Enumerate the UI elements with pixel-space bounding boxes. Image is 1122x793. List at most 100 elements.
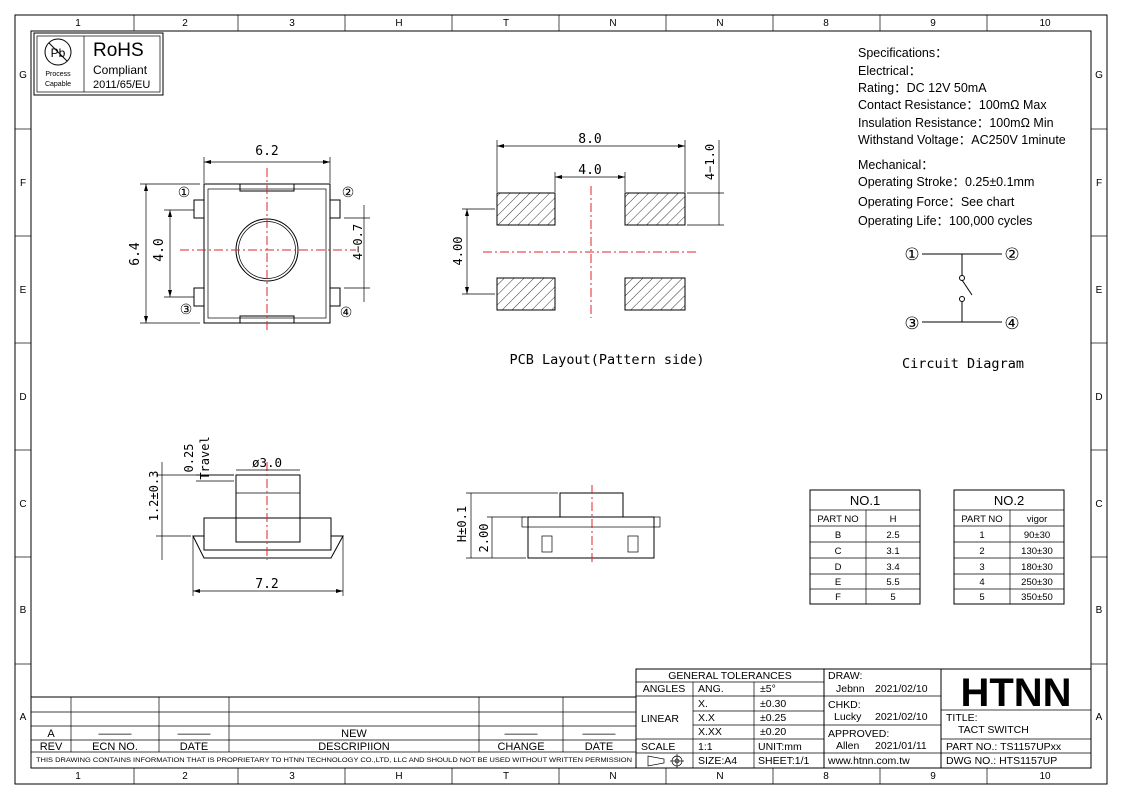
col-label: T [503, 18, 509, 29]
htnn-logo: HTNN [960, 671, 1071, 715]
top-view: 6.2 6.4 4.0 4−0.7 ① ② [128, 144, 370, 332]
row-label: F [20, 178, 26, 189]
chkd-label: CHKD: [828, 699, 861, 711]
table2-cell: 130±30 [1021, 546, 1053, 557]
draw-name: Jebnn [836, 683, 865, 695]
table2-cell: 3 [979, 562, 984, 573]
col-label: 8 [823, 771, 829, 782]
pcb-dim-pad: 4−1.0 [703, 144, 717, 180]
rohs-compliant: Compliant [93, 63, 148, 77]
table2-header: PART NO [961, 514, 1002, 525]
circuit-diagram: ① ② ③ ④ Circuit Diagram [902, 245, 1024, 372]
rev-change: ——— [505, 728, 538, 740]
spec-mechanical: Mechanical： [858, 158, 934, 172]
tol-scale-value: 1:1 [698, 741, 713, 753]
circuit-pin-1: ① [904, 245, 919, 264]
spec-heading: Specifications： [858, 46, 948, 60]
tol-angles: ANGLES [643, 683, 686, 695]
col-label: H [395, 771, 402, 782]
rev-header: REV [40, 741, 63, 753]
pb-crossed-icon [44, 38, 72, 66]
row-label: D [1095, 392, 1102, 403]
tol-x1-value: ±0.30 [760, 698, 786, 710]
rev-date: ——— [178, 728, 211, 740]
row-label: C [1095, 499, 1102, 510]
rohs-title: RoHS [93, 40, 144, 61]
tol-x1: X. [698, 698, 708, 710]
table1-header: PART NO [817, 514, 858, 525]
rev-header: DESCRIPIION [318, 741, 390, 753]
side-dim-width: 7.2 [255, 577, 278, 592]
table2-cell: 4 [979, 577, 984, 588]
table1-title: NO.1 [850, 493, 880, 508]
spec-withstand: Withstand Voltage：AC250V 1minute [858, 133, 1066, 147]
title-value: TACT SWITCH [958, 724, 1029, 736]
tol-ang: ANG. [698, 683, 724, 695]
pin-1-label: ① [178, 184, 191, 200]
col-label: 2 [182, 18, 188, 29]
spec-electrical: Electrical： [858, 64, 921, 78]
rev-header: ECN NO. [92, 741, 138, 753]
table1-cell: 5 [890, 592, 895, 603]
col-label: 3 [289, 18, 295, 29]
spec-rating: Rating：DC 12V 50mA [858, 81, 987, 95]
rohs-badge: Pb Process Capable RoHS Compliant 2011/6… [33, 32, 164, 96]
spec-insulation: Insulation Resistance：100mΩ Min [858, 116, 1054, 130]
circuit-pin-4: ④ [1004, 314, 1019, 333]
table2-cell: 350±50 [1021, 592, 1053, 603]
row-label: G [19, 70, 27, 81]
col-label: N [716, 18, 723, 29]
table2-header: vigor [1027, 514, 1048, 525]
circuit-pin-2: ② [1004, 245, 1019, 264]
tol-x2-value: ±0.25 [760, 712, 786, 724]
row-label: A [20, 712, 27, 723]
table1-cell: F [835, 592, 841, 603]
table2-cell: 5 [979, 592, 984, 603]
tol-x3: X.XX [698, 726, 722, 738]
rohs-directive: 2011/65/EU [93, 79, 150, 91]
tol-unit: UNIT:mm [758, 741, 802, 753]
col-label: N [609, 18, 616, 29]
process-label: Process [45, 71, 71, 78]
tol-scale: SCALE [641, 741, 675, 753]
col-label: H [395, 18, 402, 29]
approved-label: APPROVED: [828, 728, 889, 740]
tol-x3-value: ±0.20 [760, 726, 786, 738]
proprietary-notice: THIS DRAWING CONTAINS INFORMATION THAT I… [36, 757, 632, 764]
travel-value: 0.25 [182, 444, 196, 473]
table1-cell: 5.5 [886, 577, 899, 588]
table2-cell: 250±30 [1021, 577, 1053, 588]
travel-label: Travel [198, 436, 212, 479]
col-label: N [716, 771, 723, 782]
col-label: 9 [930, 771, 936, 782]
row-label: D [19, 392, 26, 403]
table2-cell: 1 [979, 530, 984, 541]
pcb-dim-width: 8.0 [578, 132, 601, 147]
side-dim-diameter: ø3.0 [252, 455, 282, 470]
table1-cell: 2.5 [886, 530, 899, 541]
col-label: 8 [823, 18, 829, 29]
approved-date: 2021/01/11 [875, 740, 927, 752]
table1-cell: E [835, 577, 841, 588]
tol-sheet: SHEET:1/1 [758, 755, 810, 767]
col-label: N [609, 771, 616, 782]
table2-cell: 2 [979, 546, 984, 557]
spec-stroke: Operating Stroke：0.25±0.1mm [858, 175, 1034, 189]
draw-date: 2021/02/10 [875, 683, 928, 695]
rev-header: DATE [180, 741, 209, 753]
rev-a: A [47, 728, 55, 740]
drawing-number: DWG NO.: HTS1157UP [946, 755, 1057, 767]
col-label: 1 [75, 18, 81, 29]
dim-height: 6.4 [128, 242, 143, 266]
pin-4-label: ④ [340, 304, 353, 320]
row-label: E [20, 285, 27, 296]
table1-cell: 3.1 [886, 546, 899, 557]
row-label: E [1096, 285, 1103, 296]
dim-inner: 4.0 [152, 238, 167, 261]
row-label: B [1096, 605, 1103, 616]
pcb-dim-inner: 4.0 [578, 163, 601, 178]
side-dim-height: 1.2±0.3 [147, 471, 161, 522]
sheet-frame: 1 2 3 H T N N 8 9 10 1 2 3 H T N N 8 9 1… [14, 14, 1108, 785]
pin-2-label: ② [342, 184, 355, 200]
table1-cell: D [835, 562, 842, 573]
